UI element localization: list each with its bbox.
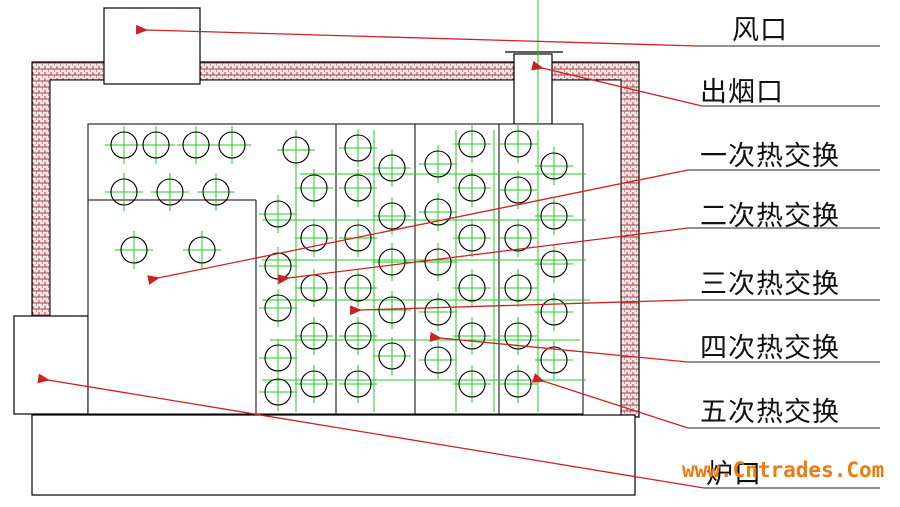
tube-circle-icon xyxy=(540,152,568,180)
tube-circle-icon xyxy=(156,178,184,206)
tube-circle-icon xyxy=(188,236,216,264)
arrow-hx5 xyxy=(531,373,689,429)
tube-circle-icon xyxy=(540,250,568,278)
tube-circle-icon xyxy=(300,224,328,252)
tube-circle-icon xyxy=(182,131,210,159)
tube-circle-icon xyxy=(378,202,406,230)
tube-circle-icon xyxy=(378,154,406,182)
label-furnace-door: 炉口 xyxy=(706,459,762,490)
label-hx1: 一次热交换 xyxy=(700,141,840,172)
tube-circle-icon xyxy=(300,174,328,202)
arrow-furnace-door xyxy=(37,373,705,489)
label-smoke-outlet: 出烟口 xyxy=(700,77,784,108)
furnace-door-box xyxy=(13,315,89,415)
tube-circle-icon xyxy=(110,131,138,159)
arrow-air-inlet xyxy=(135,24,699,47)
tube-circle-icon xyxy=(120,236,148,264)
tube-circle-icon xyxy=(282,136,310,164)
exchange-chamber xyxy=(87,123,584,415)
tube-circle-icon xyxy=(540,346,568,374)
tube-circle-icon xyxy=(540,298,568,326)
tube-bank xyxy=(110,130,568,406)
tube-circle-icon xyxy=(424,150,452,178)
tube-circle-icon xyxy=(458,130,486,158)
tube-circle-icon xyxy=(458,322,486,350)
tube-circle-icon xyxy=(424,298,452,326)
tube-circle-icon xyxy=(458,174,486,202)
label-air-inlet: 风口 xyxy=(732,15,788,46)
tube-circle-icon xyxy=(142,131,170,159)
arrow-hx2 xyxy=(277,227,689,285)
label-underlines xyxy=(688,45,880,489)
arrow-hx4 xyxy=(429,332,689,363)
tube-circle-icon xyxy=(504,322,532,350)
tube-circle-icon xyxy=(344,274,372,302)
air-inlet-box xyxy=(103,7,201,85)
tube-circle-icon xyxy=(424,198,452,226)
tube-circle-icon xyxy=(504,224,532,252)
arrow-hx3 xyxy=(349,299,689,316)
label-hx2: 二次热交换 xyxy=(700,201,840,232)
tube-circle-icon xyxy=(300,370,328,398)
tube-circle-icon xyxy=(344,322,372,350)
tube-circle-icon xyxy=(300,322,328,350)
tube-circle-icon xyxy=(344,174,372,202)
tube-circle-icon xyxy=(540,202,568,230)
label-hx4: 四次热交换 xyxy=(700,333,840,364)
label-hx3: 三次热交换 xyxy=(700,269,840,300)
tube-circle-icon xyxy=(344,224,372,252)
tube-circle-icon xyxy=(378,248,406,276)
tube-circle-icon xyxy=(344,370,372,398)
callout-arrows xyxy=(37,24,705,489)
tube-circle-icon xyxy=(202,178,230,206)
tube-circle-icon xyxy=(218,131,246,159)
label-hx5: 五次热交换 xyxy=(700,397,840,428)
base-platform xyxy=(31,414,636,496)
tube-circle-icon xyxy=(264,200,292,228)
tube-circle-icon xyxy=(264,344,292,372)
tube-circle-icon xyxy=(424,346,452,374)
tube-circle-icon xyxy=(344,134,372,162)
tube-circle-icon xyxy=(504,176,532,204)
tube-circle-icon xyxy=(504,130,532,158)
tube-circle-icon xyxy=(424,248,452,276)
tube-circle-icon xyxy=(504,274,532,302)
tube-circle-icon xyxy=(110,178,138,206)
tube-circle-icon xyxy=(458,224,486,252)
tube-circle-icon xyxy=(504,370,532,398)
tube-circle-icon xyxy=(264,294,292,322)
tube-circle-icon xyxy=(458,274,486,302)
arrow-smoke-outlet xyxy=(531,60,703,107)
tube-circle-icon xyxy=(264,378,292,406)
watermark-text: www.Cntrades.Com xyxy=(682,458,885,482)
tube-circle-icon xyxy=(458,370,486,398)
tube-circle-icon xyxy=(378,342,406,370)
arrow-hx1 xyxy=(147,169,689,285)
